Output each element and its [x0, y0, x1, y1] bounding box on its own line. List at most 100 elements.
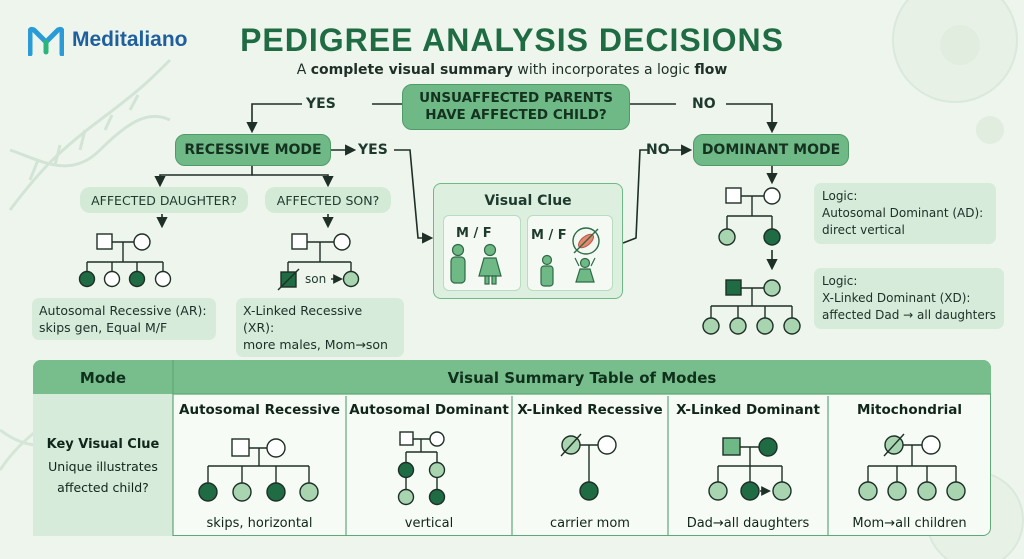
xd-logic-box: Logic: X-Linked Dominant (XD): affected …	[814, 268, 1004, 329]
table-ad-grandchild-2	[428, 488, 446, 506]
page-subtitle: A complete visual summary with incorpora…	[296, 62, 728, 78]
table-mito-child-4	[946, 481, 966, 501]
table-xd-child-2	[740, 481, 760, 501]
xd-father-symbol	[725, 279, 742, 296]
table-mito-child-3	[917, 481, 937, 501]
xd-child-1	[702, 317, 720, 335]
col-caption-autosomal-recessive: skips, horizontal	[206, 516, 313, 531]
table-ar-child-1	[198, 482, 218, 502]
yes-mid-label: YES	[358, 142, 388, 158]
table-mode-header: Mode	[79, 369, 127, 387]
xr-mother-symbol	[333, 233, 351, 251]
col-head-mitochondrial: Mitochondrial	[857, 402, 962, 418]
ar-caption-line2: skips gen, Equal M/F	[39, 320, 168, 335]
xd-pedigree	[702, 279, 801, 335]
row-label-line2: Unique illustrates	[48, 459, 158, 474]
summary-table-header	[33, 360, 991, 394]
table-ar-child-2	[232, 482, 252, 502]
ar-caption-line1: Autosomal Recessive (AR):	[39, 303, 207, 318]
recessive-mode-node: RECESSIVE MODE	[175, 134, 331, 166]
table-ad-grandchild-1	[397, 488, 415, 506]
col-head-autosomal-dominant: Autosomal Dominant	[349, 402, 509, 418]
xr-caption-line1: X-Linked Recessive (XR):	[243, 303, 363, 335]
ad-father-symbol	[725, 187, 742, 204]
ar-child-3	[128, 270, 146, 288]
ar-child-1	[78, 270, 96, 288]
table-mito-child-1	[858, 481, 878, 501]
ad-pedigree	[718, 187, 781, 246]
table-ar-child-3	[266, 482, 286, 502]
table-xd-mother	[758, 437, 778, 457]
female-child-figure-icon	[574, 257, 596, 283]
xr-caption: X-Linked Recessive (XR): more males, Mom…	[236, 298, 404, 357]
female-figure-icon	[478, 243, 502, 285]
xr-caption-line2: more males, Mom→son	[243, 337, 388, 352]
ad-logic-line2: Autosomal Dominant (AD):	[822, 206, 984, 220]
xr-father-symbol	[291, 233, 308, 250]
xd-mother-symbol	[763, 279, 781, 297]
brand-logo-icon	[28, 26, 64, 56]
row-label-line3: affected child?	[57, 480, 149, 495]
ad-logic-box: Logic: Autosomal Dominant (AD): direct v…	[814, 183, 996, 244]
ar-caption: Autosomal Recessive (AR): skips gen, Equ…	[32, 298, 216, 340]
table-xd-pedigree	[708, 437, 792, 501]
xd-child-4	[783, 317, 801, 335]
col-caption-x-linked-dominant: Dad→all daughters	[686, 516, 810, 531]
affected-daughter-question: AFFECTED DAUGHTER?	[80, 187, 248, 213]
table-ad-pedigree	[397, 431, 446, 506]
affected-son-question: AFFECTED SON?	[265, 187, 391, 213]
col-head-x-linked-recessive: X-Linked Recessive	[517, 402, 663, 418]
col-caption-autosomal-dominant: vertical	[404, 516, 454, 531]
xd-logic-line2: X-Linked Dominant (XD):	[822, 291, 971, 305]
ar-pedigree	[78, 233, 172, 288]
col-head-autosomal-recessive: Autosomal Recessive	[179, 402, 340, 418]
mitochondria-icon	[572, 227, 600, 255]
yes-left-label: YES	[306, 96, 336, 112]
page-title: PEDIGREE ANALYSIS DECISIONS	[240, 22, 784, 58]
ar-mother-symbol	[133, 233, 151, 251]
visual-clue-mf-right: M / F	[531, 228, 567, 243]
ar-father-symbol	[96, 233, 113, 250]
xr-child-symbol	[342, 270, 360, 288]
dna-helix-decoration	[8, 58, 172, 211]
ad-child-1	[718, 228, 736, 246]
table-ad-father	[399, 431, 414, 446]
start-question-line2: HAVE AFFECTED CHILD?	[425, 107, 607, 123]
male-figure-icon	[450, 243, 466, 284]
start-question-line1: UNSUAFFECTED PARENTS	[419, 90, 613, 106]
ar-child-2	[103, 270, 121, 288]
row-label-line1: Key Visual Clue	[46, 437, 160, 452]
table-ad-child-1	[397, 461, 415, 479]
cell-decoration	[892, 0, 1024, 559]
table-ar-mother	[266, 438, 286, 458]
table-summary-header: Visual Summary Table of Modes	[447, 369, 717, 387]
table-ar-child-4	[299, 482, 319, 502]
summary-table-left-column	[33, 394, 173, 536]
xd-logic-line1: Logic:	[822, 274, 858, 288]
xd-logic-line3: affected Dad → all daughters	[822, 308, 996, 322]
table-ad-child-2	[428, 461, 446, 479]
xd-child-3	[756, 317, 774, 335]
table-xd-father	[722, 437, 741, 456]
table-mito-child-2	[887, 481, 907, 501]
table-ad-mother	[429, 431, 445, 447]
table-mito-pedigree	[858, 433, 966, 501]
brand-name: Meditaliano	[72, 28, 188, 51]
ad-logic-line3: direct vertical	[822, 223, 905, 237]
table-ar-pedigree	[198, 438, 319, 502]
xr-pedigree	[277, 233, 360, 291]
xd-child-2	[729, 317, 747, 335]
table-xd-child-1	[708, 481, 728, 501]
visual-clue-mf-left: M / F	[456, 226, 492, 241]
table-mito-partner	[921, 435, 941, 455]
ad-mother-symbol	[763, 187, 781, 205]
col-caption-x-linked-recessive: carrier mom	[550, 516, 630, 531]
ad-logic-line1: Logic:	[822, 189, 858, 203]
dominant-mode-node: DOMINANT MODE	[693, 134, 849, 166]
